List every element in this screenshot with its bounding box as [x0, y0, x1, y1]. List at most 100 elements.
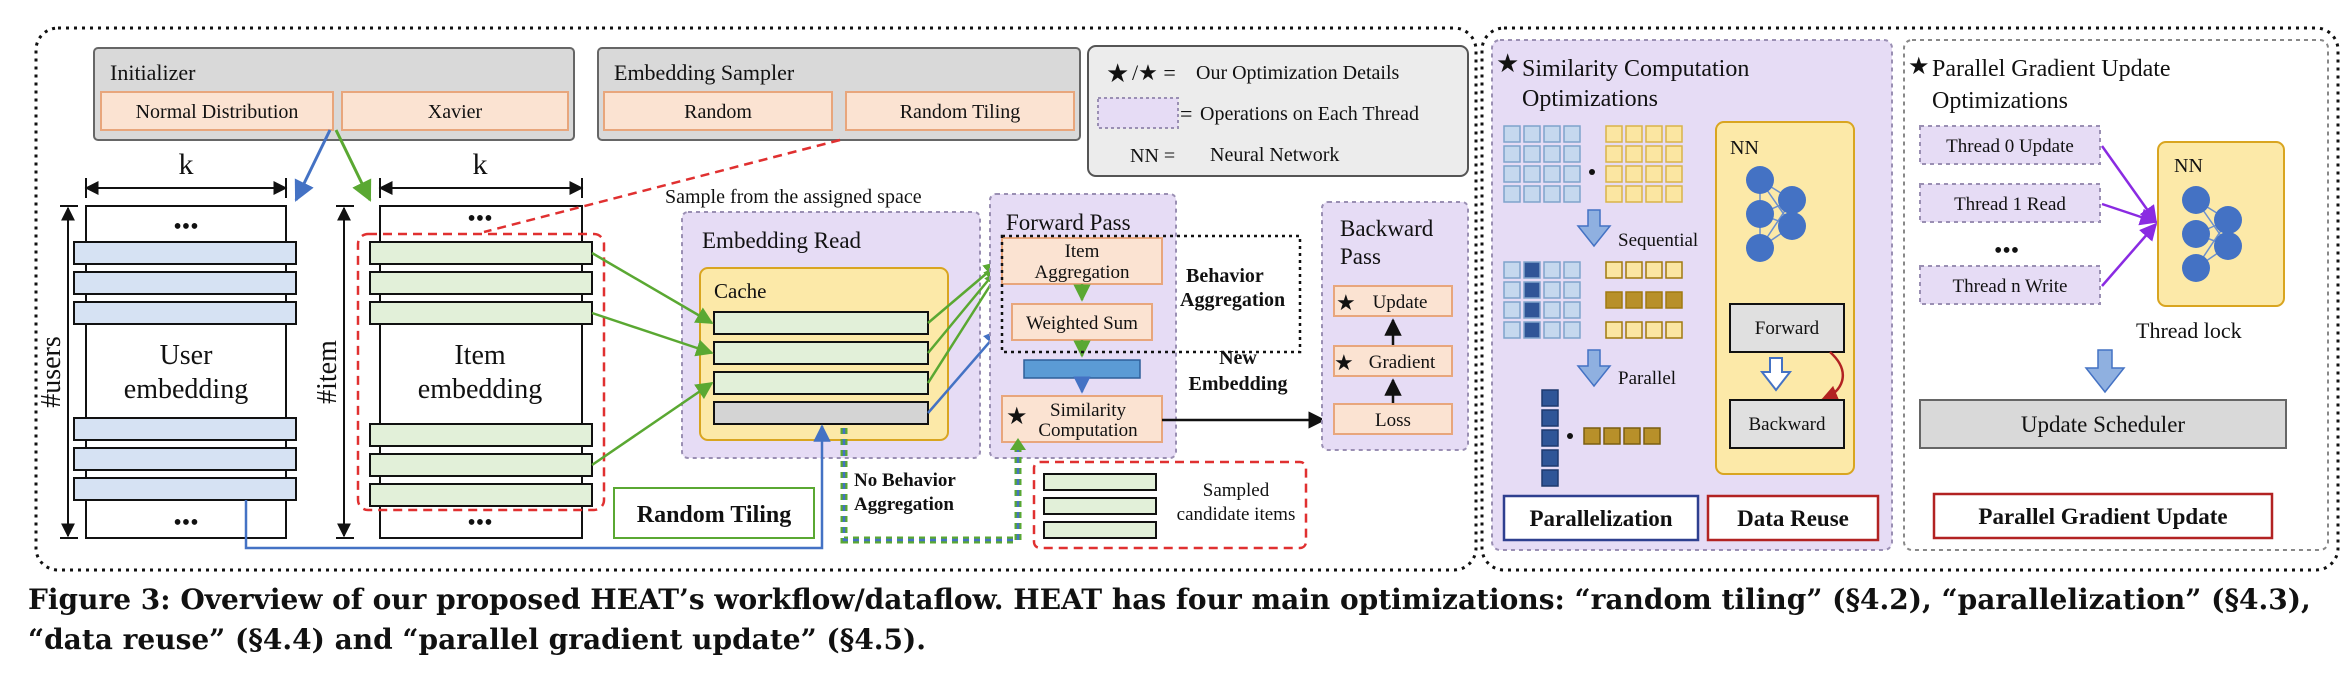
thread-0-label: Thread 0 Update [1946, 136, 2074, 157]
cache-to-weighted-arrow [927, 328, 1002, 414]
similarity-panel-title2: Optimizations [1522, 86, 1658, 112]
forward-pass-title: Forward Pass [1006, 210, 1131, 235]
no-behavior-arrowhead [1010, 438, 1026, 450]
sampler-option-random-tiling: Random Tiling [900, 101, 1021, 123]
update-star-icon: ★ [1336, 290, 1356, 315]
user-to-cache-line [244, 424, 831, 550]
item-label-line1: Item [454, 340, 506, 371]
sequential-item-matrix [1605, 261, 1683, 339]
optimizations-frame [1480, 26, 2340, 572]
weighted-sum-label: Weighted Sum [1026, 313, 1138, 334]
random-tiling-box [613, 487, 815, 539]
init-to-item-arrow [334, 129, 372, 202]
gradient-optimizations-panel: ★ Parallel Gradient Update Optimizations… [1903, 39, 2329, 551]
workflow-frame [34, 26, 1478, 572]
legend-text-optimization: Our Optimization Details [1196, 62, 1400, 84]
parallel-row [1583, 427, 1661, 445]
embedding-read-panel: Embedding Read Cache [681, 211, 981, 459]
parallel-label: Parallel [1618, 368, 1676, 389]
new-embedding-vector [1023, 359, 1141, 379]
random-tiling-label: Random Tiling [637, 502, 792, 528]
update-scheduler-box [1919, 399, 2287, 449]
update-label: Update [1373, 292, 1428, 313]
new-embedding-line2: Embedding [1189, 373, 1288, 395]
item-to-cache-arrow-1 [591, 251, 714, 325]
parallel-arrow-icon [1576, 349, 1612, 388]
initializer-option-normal: Normal Distribution [136, 101, 299, 123]
sampled-items-line1: Sampled [1203, 480, 1270, 501]
gradient-panel-title2: Optimizations [1932, 88, 2068, 114]
legend-text-nn: Neural Network [1210, 144, 1339, 166]
sequential-user-matrix [1503, 261, 1581, 339]
thread-dots: ••• [1994, 238, 2019, 264]
sampled-items-line2: candidate items [1177, 504, 1296, 525]
embedding-read-title: Embedding Read [702, 228, 862, 253]
data-reuse-label-box [1706, 494, 1880, 542]
similarity-nn-icon [1746, 166, 1806, 262]
legend-red-star-icon: ★ [1106, 59, 1129, 88]
thread-n-arrow [2101, 222, 2158, 287]
sequential-arrow-icon [1576, 209, 1612, 248]
backward-pass-title2: Pass [1340, 244, 1381, 269]
gradient-star-icon: ★ [1334, 350, 1354, 375]
user-top-dots: ••• [173, 214, 198, 240]
thread-lock-label: Thread lock [2136, 318, 2242, 343]
heat-workflow-diagram: Initializer Normal Distribution Xavier E… [34, 26, 2340, 572]
init-to-user-arrow [294, 129, 332, 202]
sampler-option-random: Random [684, 101, 752, 123]
forward-box [1729, 303, 1845, 353]
behavior-aggregation-line2: Aggregation [1180, 289, 1285, 311]
user-dim-label: k [179, 148, 194, 181]
thread-1-arrow [2101, 202, 2158, 226]
cache-label: Cache [714, 279, 766, 303]
parallel-column [1541, 389, 1559, 487]
parallel-gradient-update-label: Parallel Gradient Update [1978, 504, 2227, 529]
item-aggregation-line2: Aggregation [1035, 262, 1130, 283]
similarity-nn-label: NN [1730, 137, 1759, 159]
legend-box: ★ /★ = Our Optimization Details = Operat… [1087, 45, 1469, 177]
backward-pass-panel: Backward Pass ★ Update ★ Gradient Loss [1321, 201, 1469, 451]
legend-star-separator: /★ = [1132, 60, 1176, 85]
sampled-space-outline [356, 232, 606, 512]
item-matrix [1605, 125, 1683, 203]
item-dim-label: k [473, 148, 488, 181]
behavior-aggregation-line1: Behavior [1186, 265, 1264, 287]
behavior-aggregation-outline [1000, 234, 1302, 354]
initializer-box: Initializer Normal Distribution Xavier [93, 47, 575, 141]
gradient-nn-label: NN [2174, 155, 2203, 177]
initializer-option-xavier: Xavier [428, 101, 483, 123]
item-bottom-dots: ••• [467, 510, 492, 536]
gradient-panel-title1: Parallel Gradient Update [1932, 56, 2171, 82]
item-rows-label: #item [312, 340, 343, 404]
data-reuse-label: Data Reuse [1737, 506, 1849, 531]
item-embedding-table: k ••• Item embedding ••• #item [312, 148, 606, 539]
sampler-dashed-line [483, 138, 841, 234]
initializer-title: Initializer [110, 60, 196, 85]
forward-label: Forward [1755, 318, 1820, 339]
backward-pass-title1: Backward [1340, 216, 1434, 241]
cache-to-agg-arrow-3 [926, 268, 1002, 384]
sequential-label: Sequential [1618, 230, 1698, 251]
legend-thread-swatch [1097, 97, 1179, 129]
no-behavior-line1: No Behavior [854, 470, 956, 491]
sample-note: Sample from the assigned space [665, 186, 922, 208]
embedding-sampler-box: Embedding Sampler Random Random Tiling [597, 47, 1081, 141]
forward-to-backward-arrow-icon [1759, 357, 1793, 392]
user-rows-label: #users [36, 336, 67, 408]
parallelization-label: Parallelization [1529, 506, 1672, 531]
backward-box [1729, 399, 1845, 449]
thread-1-label: Thread 1 Read [1954, 194, 2066, 215]
backward-label: Backward [1748, 414, 1826, 435]
similarity-panel-title1: Similarity Computation [1522, 56, 1749, 82]
similarity-red-star-icon: ★ [1006, 404, 1028, 430]
loss-label: Loss [1375, 410, 1411, 431]
sampler-title: Embedding Sampler [614, 60, 795, 85]
similarity-line2: Computation [1038, 420, 1138, 441]
gradient-panel-star-icon: ★ [1908, 54, 1930, 80]
legend-text-thread: Operations on Each Thread [1200, 103, 1419, 125]
similarity-optimizations-panel: ★ Similarity Computation Optimizations S… [1491, 39, 1893, 551]
scheduler-down-arrow-icon [2084, 349, 2126, 394]
update-scheduler-label: Update Scheduler [2021, 412, 2185, 437]
gradient-label: Gradient [1369, 352, 1436, 373]
user-label-line1: User [160, 340, 214, 371]
